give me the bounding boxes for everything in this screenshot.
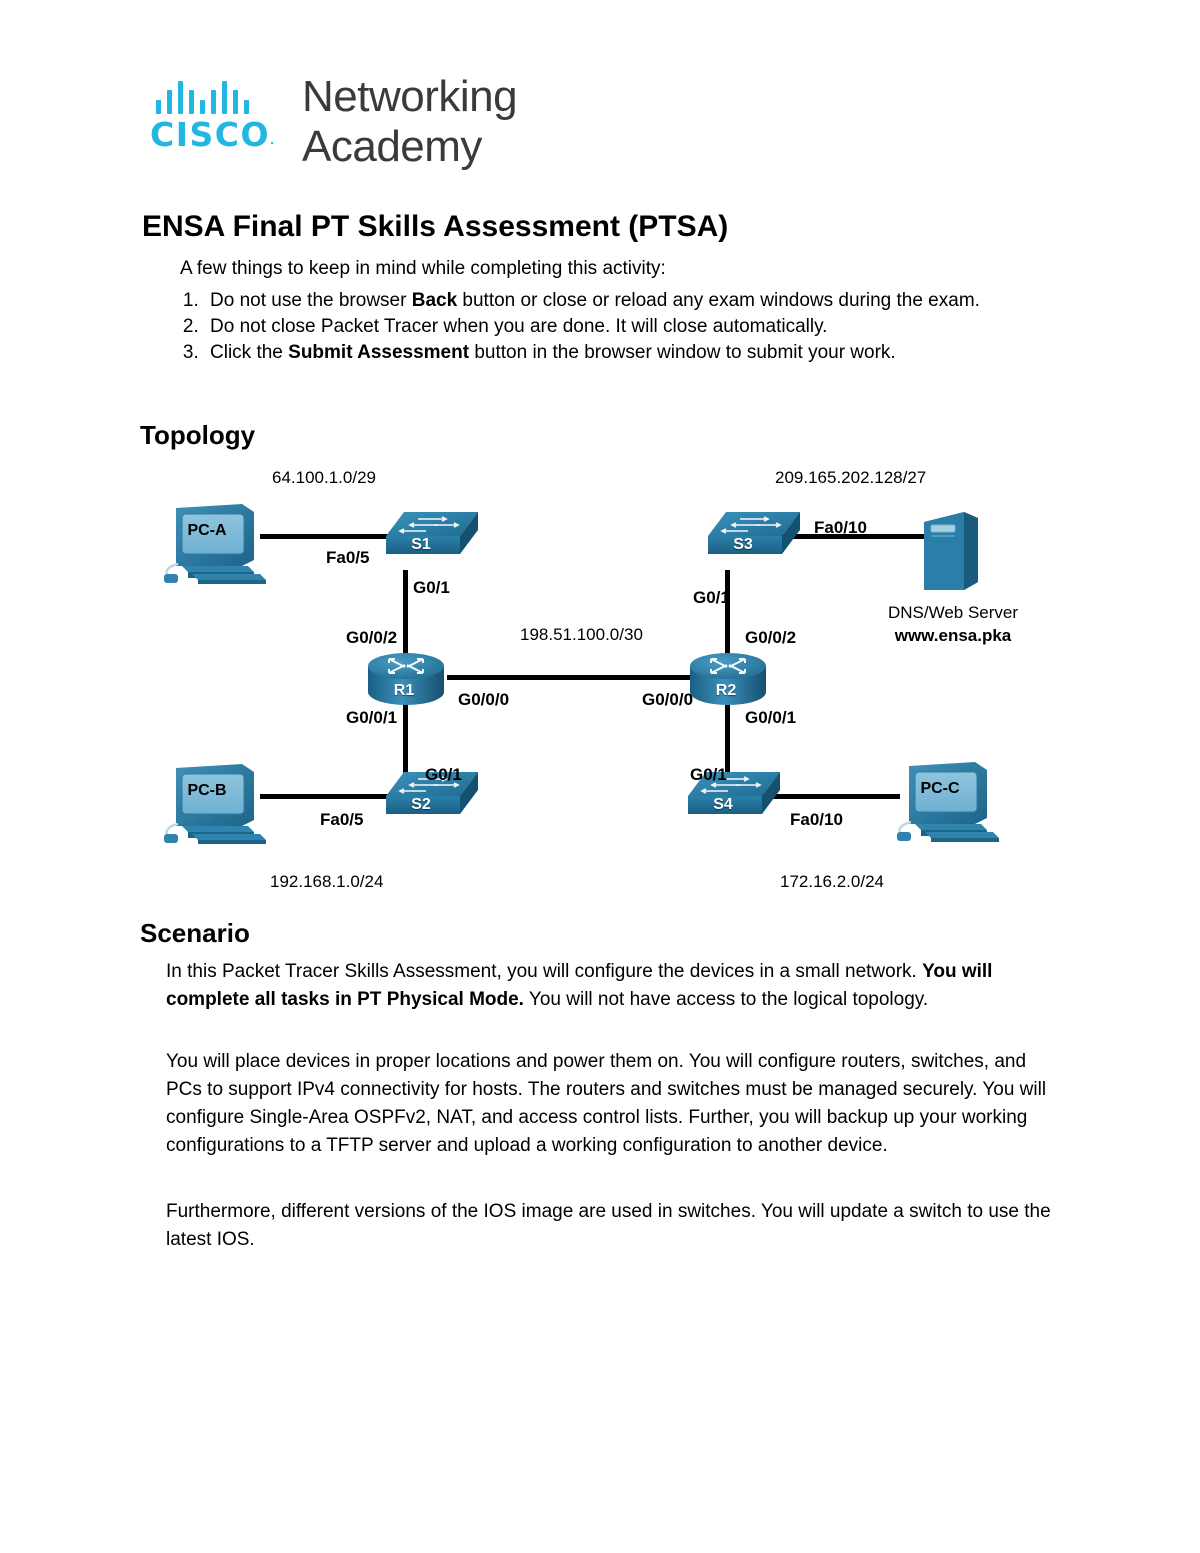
interface-label-g0-1-s3: G0/1 — [693, 588, 730, 607]
network-topology-diagram: 64.100.1.0/29 209.165.202.128/27 198.51.… — [150, 460, 1060, 900]
server-caption-url: www.ensa.pka — [894, 626, 1012, 645]
interface-label-fa0-5-pca: Fa0/5 — [326, 548, 370, 567]
section-heading-scenario: Scenario — [140, 918, 250, 948]
cisco-trademark: . — [270, 134, 275, 147]
interface-label-g0-1-s1: G0/1 — [413, 578, 450, 597]
device-dns-web-server — [920, 510, 978, 592]
interface-label-fa0-10-s3: Fa0/10 — [814, 518, 867, 537]
device-s1: S1 — [382, 510, 478, 558]
interface-label-g0-0-2-r1: G0/0/2 — [346, 628, 398, 647]
list-item: Do not close Packet Tracer when you are … — [204, 314, 1084, 339]
interface-label-fa0-10-s4: Fa0/10 — [790, 810, 843, 829]
network-label-bottom-right: 172.16.2.0/24 — [780, 872, 884, 891]
link-r1-s2 — [403, 692, 408, 804]
device-label-s1: S1 — [411, 536, 431, 553]
intro-instruction-list: Do not use the browser Back button or cl… — [168, 288, 1084, 366]
interface-label-g0-0-1-r1: G0/0/1 — [346, 708, 398, 727]
device-pc-b: PC-B — [162, 762, 266, 846]
cisco-networking-academy-logo: CISCO. Networking Academy — [150, 72, 518, 172]
device-label-pc-a: PC-A — [187, 522, 227, 539]
networking-academy-wordmark: Networking Academy — [302, 72, 518, 172]
link-r1-r2 — [447, 675, 727, 680]
device-pc-a: PC-A — [162, 502, 266, 586]
device-pc-c: PC-C — [895, 760, 999, 844]
link-s3-server — [778, 534, 928, 539]
interface-label-g0-1-s4: G0/1 — [690, 765, 727, 784]
scenario-paragraph-3: Furthermore, different versions of the I… — [166, 1201, 1051, 1250]
device-r1: R1 — [365, 650, 444, 706]
link-s1-r1 — [403, 570, 408, 668]
link-s4-pcc — [740, 794, 900, 799]
cisco-bridge-icon — [156, 78, 249, 114]
device-r2: R2 — [687, 650, 766, 706]
device-s4: S4 — [684, 770, 780, 818]
network-label-top-right: 209.165.202.128/27 — [775, 468, 927, 487]
interface-label-fa0-5-pcb: Fa0/5 — [320, 810, 364, 829]
link-r2-s4 — [725, 692, 730, 804]
physical-mode-emphasis: You will complete all tasks in PT Physic… — [166, 961, 993, 1010]
interface-label-g0-0-2-r2: G0/0/2 — [745, 628, 797, 647]
list-item: Click the Submit Assessment button in th… — [204, 340, 1084, 365]
device-label-r1: R1 — [393, 682, 415, 699]
device-label-s4: S4 — [713, 796, 733, 813]
device-s2: S2 — [382, 770, 478, 818]
submit-assessment-emphasis: Submit Assessment — [288, 342, 470, 363]
brand-line-networking: Networking — [302, 72, 518, 121]
interface-label-g0-0-0-r1: G0/0/0 — [458, 690, 510, 709]
network-label-top-left: 64.100.1.0/29 — [272, 468, 376, 487]
brand-line-academy: Academy — [302, 122, 482, 171]
scenario-paragraph-1: In this Packet Tracer Skills Assessment,… — [166, 961, 993, 1010]
list-item: Do not use the browser Back button or cl… — [204, 288, 1084, 313]
interface-label-g0-0-0-r2: G0/0/0 — [642, 690, 694, 709]
back-button-emphasis: Back — [411, 290, 458, 311]
page-title: ENSA Final PT Skills Assessment (PTSA) — [142, 210, 729, 243]
network-label-middle: 198.51.100.0/30 — [520, 625, 643, 644]
interface-label-g0-0-1-r2: G0/0/1 — [745, 708, 797, 727]
network-label-bottom-left: 192.168.1.0/24 — [270, 872, 384, 891]
device-label-s3: S3 — [733, 536, 753, 553]
device-label-pc-b: PC-B — [187, 782, 227, 799]
scenario-paragraph-2: You will place devices in proper locatio… — [166, 1051, 1047, 1156]
server-caption-name: DNS/Web Server — [887, 603, 1019, 622]
link-pca-s1 — [260, 534, 392, 539]
cisco-wordmark: CISCO. — [150, 118, 274, 158]
device-label-r2: R2 — [715, 682, 737, 699]
cisco-wordmark-text: CISCO — [150, 115, 271, 154]
device-label-pc-c: PC-C — [920, 780, 960, 797]
link-s3-r2 — [725, 570, 730, 668]
intro-lead-text: A few things to keep in mind while compl… — [180, 258, 666, 279]
device-label-s2: S2 — [411, 796, 431, 813]
section-heading-topology: Topology — [140, 420, 256, 450]
link-pcb-s2 — [260, 794, 392, 799]
cisco-logo-mark: CISCO. — [150, 78, 288, 158]
device-s3: S3 — [704, 510, 800, 558]
interface-label-g0-1-s2: G0/1 — [425, 765, 462, 784]
